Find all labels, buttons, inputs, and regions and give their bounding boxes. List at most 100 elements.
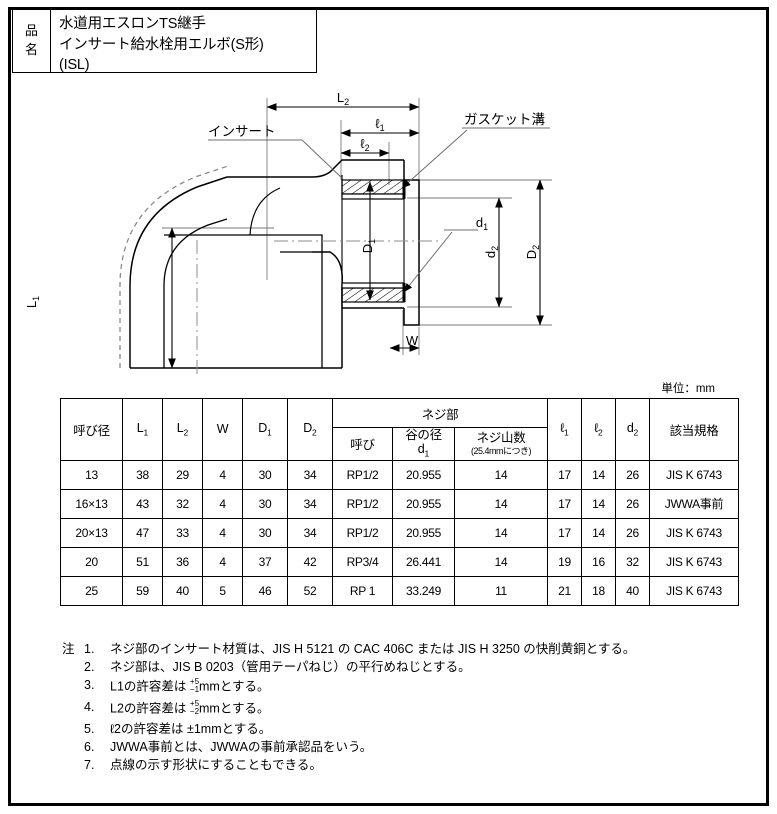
cell-root_dia: 20.955: [392, 488, 455, 519]
cell-nominal: 20: [60, 546, 123, 577]
cell-l1: 17: [547, 459, 583, 490]
cell-l2: 14: [581, 459, 617, 490]
note-number: 6.: [84, 739, 95, 754]
note-text: ネジ部のインサート材質は、JIS H 5121 の CAC 406C または J…: [110, 642, 636, 656]
cell-W: 4: [202, 517, 243, 548]
cell-D1: 46: [242, 575, 288, 606]
note-number: 2.: [84, 660, 95, 674]
cell-root_dia: 20.955: [392, 517, 455, 548]
cell-L2: 36: [162, 546, 203, 577]
cell-standard: JIS K 6743: [649, 575, 740, 606]
cell-d2: 26: [615, 459, 651, 490]
cell-l2: 14: [581, 517, 617, 548]
cell-thread_count: 14: [453, 517, 549, 548]
note-number: 4.: [84, 699, 95, 714]
header-thread-group: ネジ部: [331, 398, 549, 428]
cell-d2: 32: [615, 546, 651, 577]
cell-thread_nominal: RP3/4: [332, 546, 393, 577]
header-l2-sub: 2: [598, 427, 603, 438]
cell-thread_count: 14: [453, 546, 549, 577]
cell-W: 4: [202, 488, 243, 519]
cell-thread_count: 11: [453, 575, 549, 606]
cell-d2: 26: [615, 488, 651, 519]
cell-W: 4: [202, 459, 243, 490]
product-name-label: 品 名: [13, 10, 51, 72]
note-item: 6.JWWA事前とは、JWWAの事前承認品をいう。: [62, 741, 742, 754]
header-D2-sub: 2: [312, 427, 317, 438]
product-title-line-1: 水道用エスロンTS継手: [59, 16, 206, 32]
dimension-label-L2: L2: [337, 90, 349, 107]
callout-gasket-groove: ガスケット溝: [464, 112, 545, 127]
cell-thread_count: 14: [453, 459, 549, 490]
cell-D1: 30: [242, 488, 288, 519]
cell-d2: 26: [615, 517, 651, 548]
cell-l2: 16: [581, 546, 617, 577]
header-thread-count: ネジ山数 (25.4mmにつき): [453, 427, 549, 461]
cell-l1: 21: [547, 575, 583, 606]
header-d2-sub: 2: [633, 427, 639, 438]
cell-L1: 38: [122, 459, 163, 490]
cell-thread_nominal: RP1/2: [332, 488, 393, 519]
header-l1-sub: 1: [564, 427, 569, 438]
note-number: 3.: [84, 678, 95, 692]
product-name-label-char-2: 名: [24, 42, 38, 57]
header-D1-sub: 1: [267, 427, 272, 438]
cell-D2: 34: [287, 459, 333, 490]
header-L2: L2: [162, 398, 203, 461]
cell-L2: 40: [162, 575, 203, 606]
cell-D2: 34: [287, 517, 333, 548]
dimension-label-d2: d2: [483, 246, 500, 258]
elbow-fitting-drawing: L2 ℓ1 ℓ2 L1 D1 d2 D2 d1 W インサート ガスケット溝: [24, 90, 552, 375]
cell-l1: 17: [547, 488, 583, 519]
spec-table: 呼び径 L1 L2 W D1 D2 ネジ部 ℓ1 ℓ2 d2 該当規格 呼び 谷…: [60, 398, 740, 606]
cell-thread_nominal: RP 1: [332, 575, 393, 606]
header-nominal-diameter: 呼び径: [60, 398, 123, 461]
cell-standard: JWWA事前: [649, 488, 740, 519]
header-L2-sub: 2: [183, 427, 189, 438]
cell-nominal: 16×13: [60, 488, 123, 519]
dimension-label-L1: L1: [24, 296, 41, 308]
cell-thread_count: 14: [453, 488, 549, 519]
cell-l2: 14: [581, 488, 617, 519]
header-standard: 該当規格: [649, 398, 740, 461]
cell-W: 5: [202, 575, 243, 606]
cell-L2: 33: [162, 517, 203, 548]
product-title-line-3: (ISL): [59, 57, 90, 74]
header-D1: D1: [242, 398, 288, 461]
cell-L1: 43: [122, 488, 163, 519]
cell-root_dia: 20.955: [392, 459, 455, 490]
dimension-label-D1: D1: [360, 239, 377, 253]
technical-drawing: L2 ℓ1 ℓ2 L1 D1 d2 D2 d1 W インサート ガスケット溝: [12, 80, 747, 380]
unit-note: 単位：mm: [661, 383, 715, 395]
note-number: 1.: [84, 642, 95, 656]
cell-D2: 34: [287, 488, 333, 519]
notes-section: 注 1. ネジ部のインサート材質は、JIS H 5121 の CAC 406C また…: [62, 643, 742, 777]
cell-D2: 52: [287, 575, 333, 606]
cell-D2: 42: [287, 546, 333, 577]
spec-table-container: 呼び径 L1 L2 W D1 D2 ネジ部 ℓ1 ℓ2 d2 該当規格 呼び 谷…: [60, 398, 740, 606]
header-l1: ℓ1: [547, 398, 583, 461]
cell-thread_nominal: RP1/2: [332, 459, 393, 490]
header-W: W: [202, 398, 243, 461]
cell-standard: JIS K 6743: [649, 546, 740, 577]
cell-l2: 18: [581, 575, 617, 606]
header-L1-sub: 1: [143, 427, 149, 438]
cell-L1: 59: [122, 575, 163, 606]
notes-label: 注: [62, 642, 75, 656]
cell-nominal: 13: [60, 459, 123, 490]
product-name-value: 水道用エスロンTS継手 インサート給水栓用エルボ(S形) (ISL): [51, 10, 316, 73]
header-L1: L1: [122, 398, 163, 461]
note-text: ネジ部は、JIS B 0203（管用テーパねじ）の平行めねじとする。: [110, 660, 471, 674]
cell-standard: JIS K 6743: [649, 459, 740, 490]
cell-thread_nominal: RP1/2: [332, 517, 393, 548]
header-thread-root-diameter: 谷の径 d1: [392, 427, 455, 461]
cell-nominal: 25: [60, 575, 123, 606]
note-text: ℓ2の許容差は ±1mmとする。: [110, 721, 272, 736]
